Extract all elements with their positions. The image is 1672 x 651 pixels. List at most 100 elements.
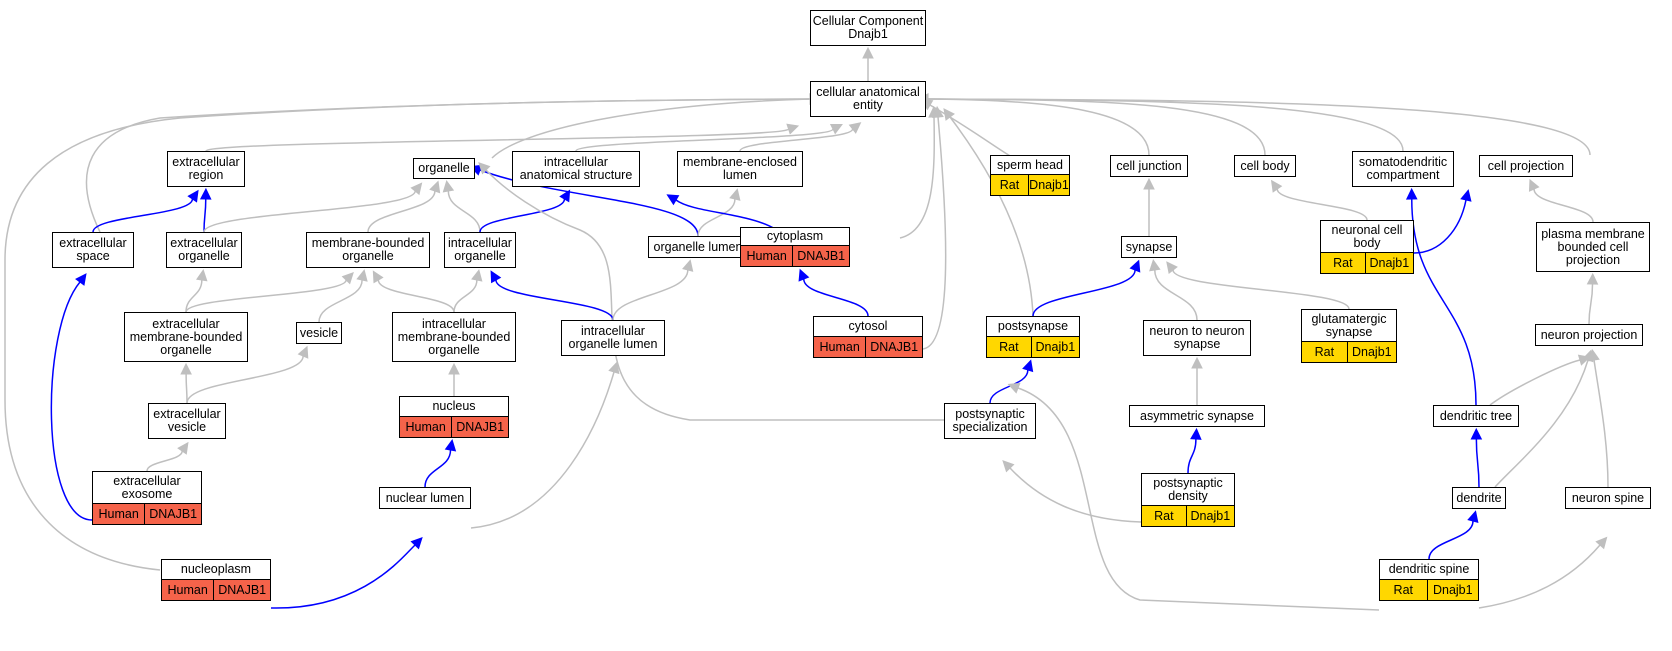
arrowhead	[666, 194, 680, 206]
node-label: nucleus	[400, 397, 508, 416]
node-nuclear-lumen[interactable]: nuclear lumen	[379, 487, 471, 509]
edge-extracellular-vesicle-to-extracellular-membrane-bounded-organelle	[185, 373, 188, 404]
node-label: asymmetric synapse	[1130, 406, 1264, 426]
node-label-line: entity	[853, 98, 883, 112]
edge-intracellular-organelle-lumen-to-organelle-lumen	[612, 269, 689, 321]
node-label-line: cytoplasm	[766, 229, 824, 243]
node-cell-junction[interactable]: cell junction	[1110, 155, 1188, 177]
node-label-line: intracellular	[581, 324, 645, 338]
node-label-line: compartment	[1366, 168, 1440, 182]
arrowhead	[196, 268, 208, 282]
arrowhead	[341, 272, 354, 285]
node-label-line: organelle	[428, 342, 480, 357]
node-synapse[interactable]: synapse	[1121, 236, 1177, 258]
edge-intracellular-organelle-lumen-to-intracellular-organelle	[495, 279, 614, 321]
edge-cytosol-to-cae	[922, 116, 947, 350]
node-label: neuron projection	[1536, 325, 1642, 345]
node-label-line: cell junction	[1116, 158, 1182, 173]
node-dendritic-tree[interactable]: dendritic tree	[1433, 405, 1519, 427]
arrowhead	[829, 124, 843, 135]
node-asymmetric-synapse[interactable]: asymmetric synapse	[1129, 405, 1265, 427]
node-cell-projection[interactable]: cell projection	[1479, 155, 1573, 177]
edge-extracellular-exosome-to-extracellular-space	[50, 281, 93, 521]
node-neuron-spine[interactable]: neuron spine	[1565, 487, 1651, 509]
node-label-line: density	[1168, 488, 1208, 503]
arrowhead	[1528, 178, 1540, 192]
node-organelle-lumen[interactable]: organelle lumen	[648, 236, 748, 258]
gene-label: DNAJB1	[213, 580, 270, 600]
node-label: organelle lumen	[649, 237, 747, 257]
gene-label: DNAJB1	[792, 246, 849, 266]
node-label-line: anatomical structure	[519, 168, 633, 182]
edge-neuron-to-neuron-synapse-to-synapse	[1154, 269, 1198, 321]
node-vesicle[interactable]: vesicle	[296, 322, 342, 344]
gene-label: Dnajb1	[1426, 580, 1478, 600]
edge-dendritic-tree-to-neuron-projection	[1489, 359, 1581, 406]
arrowhead	[478, 162, 491, 175]
gene-label: Dnajb1	[1185, 506, 1234, 526]
node-label: postsynapse	[987, 317, 1079, 336]
node-label: cytosol	[814, 317, 922, 336]
arrowhead	[729, 188, 741, 201]
arrowhead	[1191, 356, 1203, 369]
node-organelle[interactable]: organelle	[413, 158, 475, 179]
node-dendrite[interactable]: dendrite	[1452, 487, 1506, 509]
node-label-line: cellular anatomical	[816, 85, 920, 99]
arrowhead	[798, 268, 810, 282]
node-label-line: organelle	[160, 342, 212, 357]
edge-nucleoplasm-to-cae	[4, 98, 811, 571]
arrowhead	[442, 180, 455, 193]
edge-nuclear-lumen-to-intracellular-organelle-lumen	[470, 371, 615, 529]
node-label-line: membrane-bounded	[129, 329, 243, 344]
node-label-line: dendritic spine	[1388, 562, 1470, 576]
gene-label: Dnajb1	[1027, 175, 1069, 195]
node-label-line: asymmetric synapse	[1140, 408, 1254, 423]
node-neuron-projection[interactable]: neuron projection	[1535, 324, 1643, 346]
node-cell-body[interactable]: cell body	[1234, 155, 1296, 177]
node-label-line: cell projection	[1487, 158, 1565, 173]
node-label-line: intracellular	[448, 236, 512, 250]
arrowhead	[1022, 359, 1034, 373]
edge-intracellular-organelle-to-organelle	[447, 190, 481, 233]
edge-neuronal-cell-body-to-cell-body	[1276, 188, 1368, 221]
node-label: nuclear lumen	[380, 488, 470, 508]
edge-extracellular-space-to-extracellular-region	[92, 198, 194, 233]
node-label-line: glutamatergic	[1311, 311, 1387, 326]
